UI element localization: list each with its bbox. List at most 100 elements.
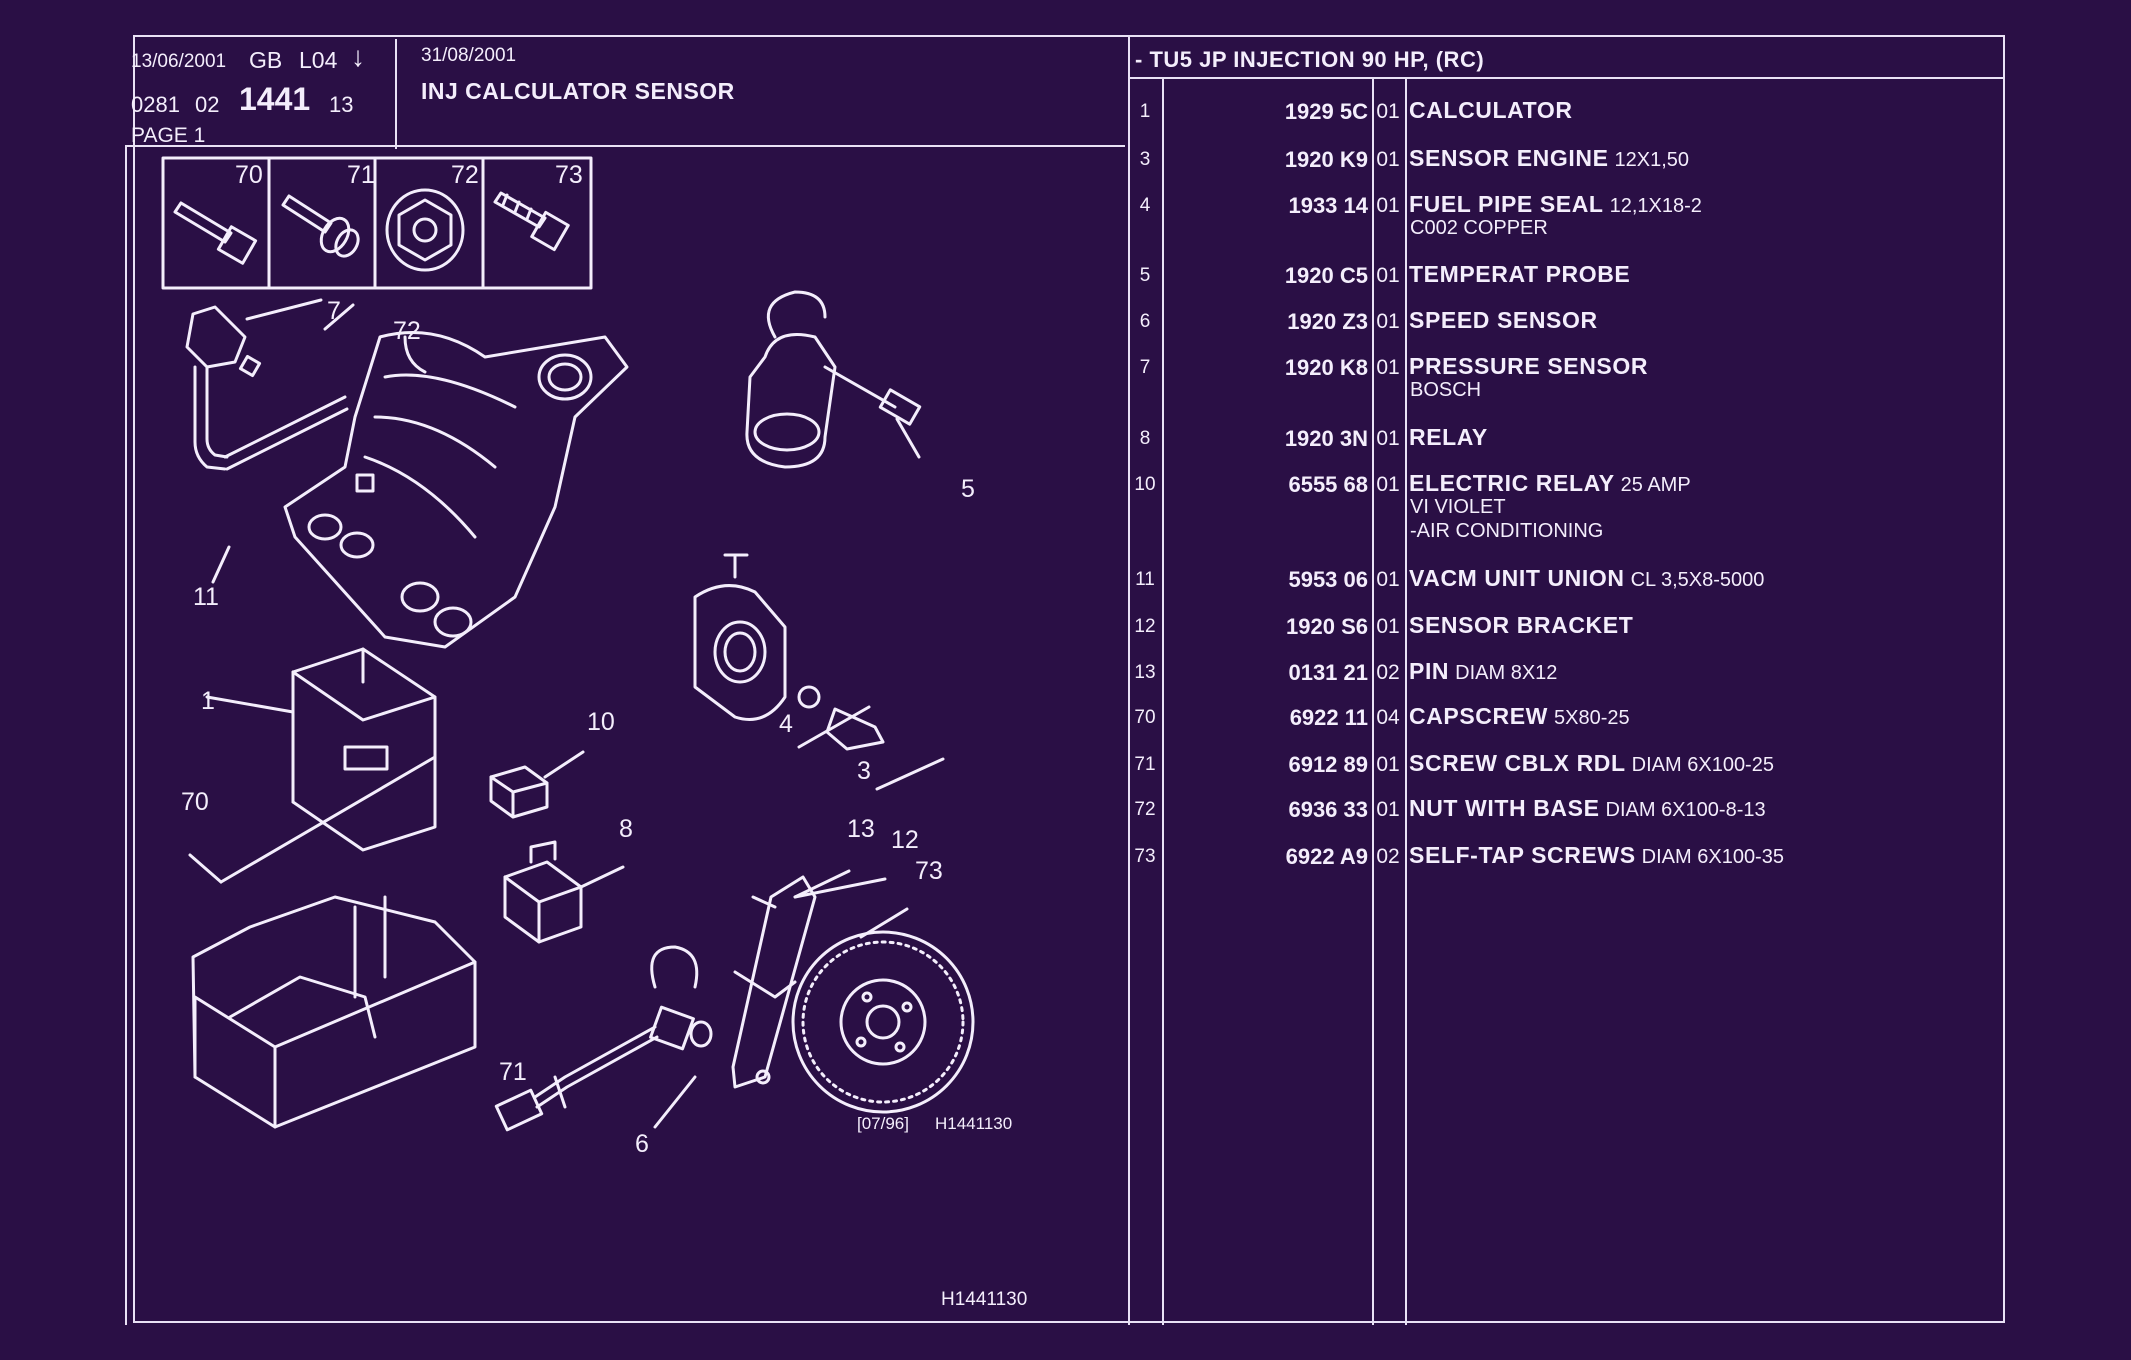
callout-6: 6 [635,1130,649,1158]
part-name: CALCULATOR [1409,97,1573,123]
header-divider [395,39,397,149]
intake-manifold-part [283,331,629,649]
callout-13: 13 [847,815,875,843]
parts-sheet: 13/06/2001 GB L04 ↓ 0281 02 1441 13 PAGE… [125,35,2005,1325]
row-index: 70 [1134,707,1156,728]
row-quantity: 01 [1376,615,1400,638]
callout-3: 3 [857,757,871,785]
row-reference: 5953 06 [1288,567,1368,592]
electric-relay-part [489,765,549,819]
row-index: 7 [1139,357,1151,378]
callout-7: 7 [327,297,341,325]
part-spec: 12,1X18-2 [1609,195,1702,217]
row-quantity: 01 [1376,194,1400,217]
part-subline: VI VIOLET [1410,496,1506,518]
screw-collar-icon [281,194,360,258]
row-quantity: 01 [1376,753,1400,776]
engine-label: - TU5 JP INJECTION 90 HP, (RC) [1135,47,1485,72]
diagram-code-bottom: H1441130 [941,1289,1027,1310]
callout-70-box: 70 [235,161,263,189]
table-left-border [1128,37,1130,1325]
page-title: INJ CALCULATOR SENSOR [421,78,735,104]
row-quantity: 01 [1376,264,1400,287]
row-index: 4 [1139,195,1151,216]
row-index: 72 [1134,799,1156,820]
flywheel-part [791,930,975,1114]
row-designation: TEMPERAT PROBE [1409,261,1630,288]
callout-10: 10 [587,708,615,736]
row-reference: 1933 14 [1288,193,1368,218]
callout-8: 8 [619,815,633,843]
page-label: PAGE 1 [131,124,206,147]
capscrew-icon [173,201,258,265]
row-reference: 1920 S6 [1286,614,1368,639]
language-code: GB [249,47,283,73]
callout-73: 73 [915,857,943,885]
battery-tray-part [191,895,477,1129]
code-c: 13 [329,92,354,117]
level-code: L04 [299,47,338,73]
part-subline: -AIR CONDITIONING [1410,520,1604,542]
row-reference: 6922 11 [1289,705,1368,730]
calculator-part [291,647,437,852]
part-name: PIN [1409,658,1450,684]
row-quantity: 01 [1376,100,1400,123]
part-name: VACM UNIT UNION [1409,565,1625,591]
row-reference: 1920 Z3 [1287,309,1368,334]
diagram-left-border [125,145,127,1325]
self-tap-screw-icon [493,191,570,252]
row-index: 6 [1139,311,1151,332]
row-reference: 6922 A9 [1285,844,1368,869]
part-spec: DIAM 6X100-35 [1641,846,1784,868]
row-quantity: 01 [1376,427,1400,450]
row-quantity: 02 [1376,845,1400,868]
part-spec: CL 3,5X8-5000 [1630,569,1765,591]
row-index: 73 [1134,846,1156,867]
row-index: 5 [1139,265,1151,286]
row-designation: RELAY [1409,424,1488,451]
row-index: 71 [1134,754,1156,775]
row-reference: 1920 3N [1284,426,1368,451]
row-index: 12 [1134,616,1156,637]
diagram-code-small: H1441130 [935,1114,1012,1133]
part-name: RELAY [1409,424,1488,450]
row-quantity: 01 [1376,568,1400,591]
part-name: ELECTRIC RELAY [1409,470,1615,496]
row-reference: 1920 C5 [1284,263,1368,288]
part-name: SENSOR BRACKET [1409,612,1634,638]
revision-mark: [07/96] [857,1114,909,1133]
header-underline [125,145,1125,147]
part-name: PRESSURE SENSOR [1409,353,1649,379]
row-index: 8 [1139,428,1151,449]
row-quantity: 02 [1376,661,1400,684]
row-reference: 0131 21 [1288,660,1368,685]
part-subline: BOSCH [1410,379,1482,401]
row-designation: SENSOR BRACKET [1409,612,1633,639]
relay-part [503,840,583,944]
row-index: 3 [1139,149,1151,170]
column-divider-ref [1372,77,1374,1325]
column-divider-index [1162,77,1164,1325]
row-quantity: 01 [1376,356,1400,379]
part-name: SELF-TAP SCREWS [1409,842,1636,868]
callout-72-box: 72 [451,161,479,189]
callout-5: 5 [961,475,975,503]
row-designation: PRESSURE SENSOR [1409,353,1648,380]
callout-71-box: 71 [347,161,375,189]
row-reference: 1929 5C [1284,99,1368,124]
part-subline: C002 COPPER [1410,217,1548,239]
row-designation: SPEED SENSOR [1409,307,1598,334]
row-quantity: 01 [1376,148,1400,171]
date-created: 13/06/2001 [131,51,227,72]
part-name: CAPSCREW [1409,703,1548,729]
column-divider-qty [1405,77,1407,1325]
code-a: 0281 [131,92,180,117]
part-spec: 12X1,50 [1614,149,1690,171]
